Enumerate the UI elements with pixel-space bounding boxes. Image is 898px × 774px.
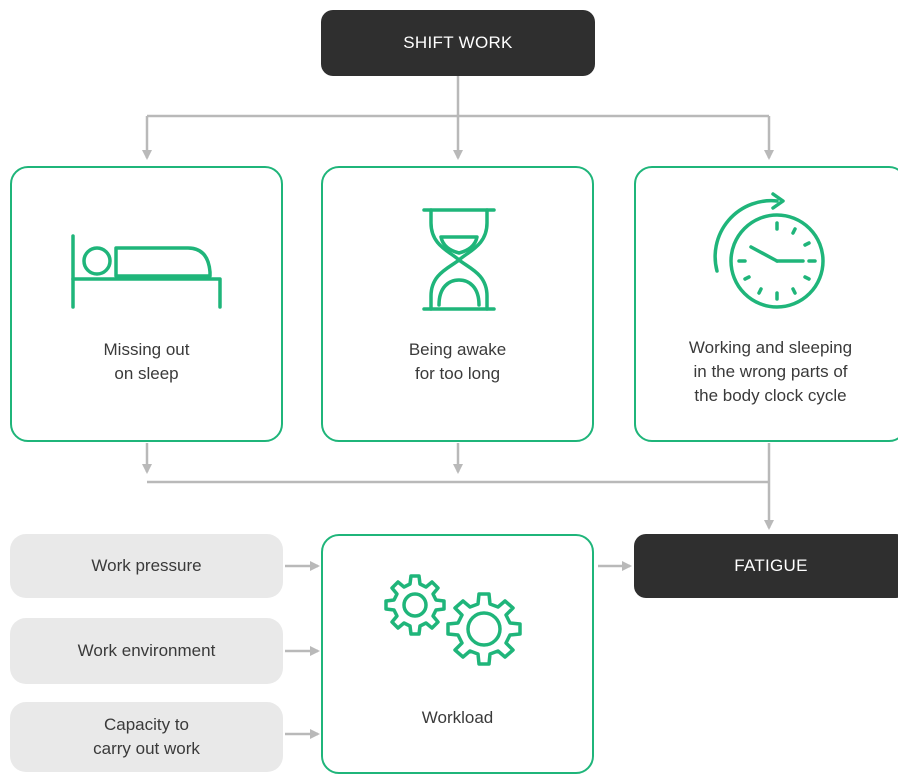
- shift-work-node: SHIFT WORK: [321, 10, 595, 76]
- cause-card-sleep: Missing out on sleep: [10, 166, 283, 442]
- cause-card-clock: Working and sleeping in the wrong parts …: [634, 166, 898, 442]
- workload-card: Workload: [321, 534, 594, 774]
- factor-work-pressure: Work pressure: [10, 534, 283, 598]
- shift-work-label: SHIFT WORK: [403, 33, 513, 52]
- factor-label: Work environment: [77, 641, 216, 660]
- hourglass-icon: [422, 208, 496, 311]
- cause-card-awake: Being awake for too long: [321, 166, 594, 442]
- clock-icon: [713, 192, 825, 309]
- fatigue-node: FATIGUE: [634, 534, 898, 598]
- gears-icon: [384, 574, 522, 666]
- fatigue-label: FATIGUE: [734, 556, 808, 575]
- workload-label: Workload: [421, 708, 494, 727]
- factor-label: Work pressure: [91, 556, 202, 575]
- bed-icon: [71, 234, 222, 309]
- cause-label-awake: Being awake for too long: [408, 340, 507, 383]
- factor-label: Capacity to carry out work: [93, 715, 200, 758]
- factor-capacity: Capacity to carry out work: [10, 702, 283, 772]
- cause-label-sleep: Missing out on sleep: [103, 340, 190, 383]
- factor-work-environment: Work environment: [10, 618, 283, 684]
- cause-label-clock: Working and sleeping in the wrong parts …: [688, 338, 853, 405]
